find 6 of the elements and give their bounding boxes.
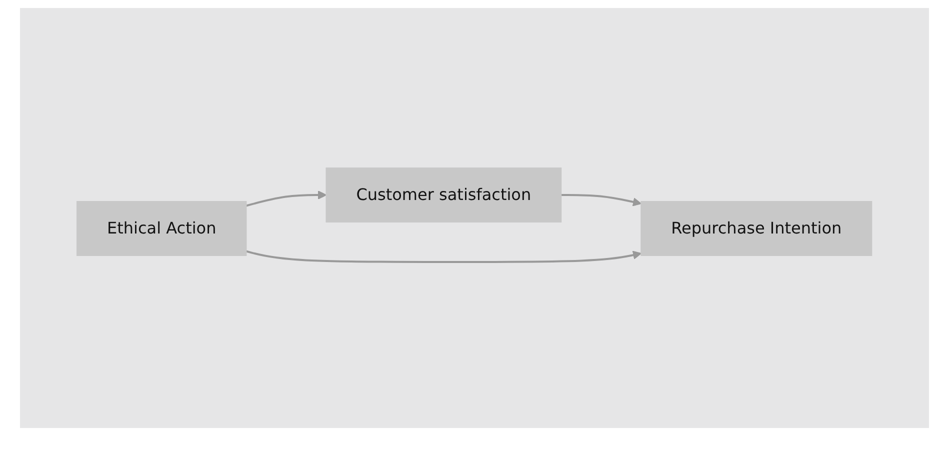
node-box: Repurchase Intention — [640, 201, 872, 256]
node-box: Ethical Action — [76, 201, 247, 256]
node-box: Customer satisfaction — [326, 168, 562, 222]
arrow — [246, 190, 327, 207]
arrow — [246, 250, 642, 263]
arrow — [561, 194, 642, 206]
